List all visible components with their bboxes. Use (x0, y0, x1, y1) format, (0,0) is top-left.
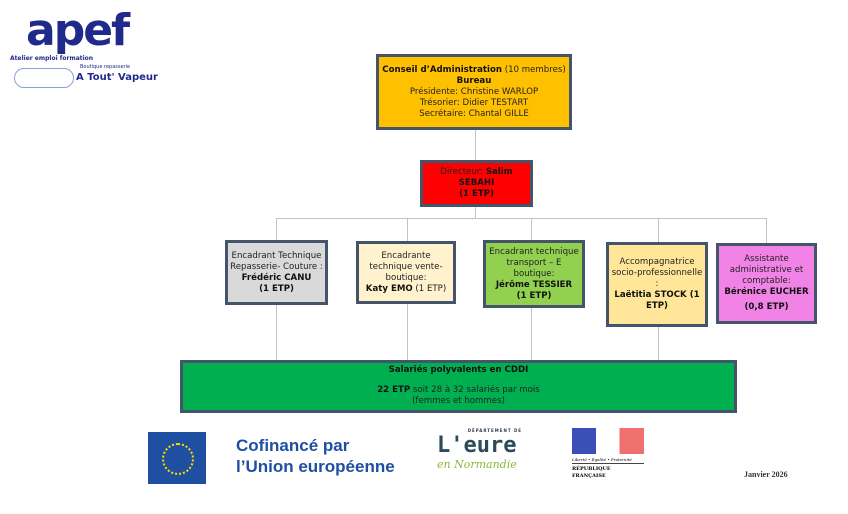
workers-note: (femmes et hommes) (412, 396, 505, 406)
marianne-icon (572, 428, 644, 454)
director-box: Directeur: Salim SEBAHI (1 ETP) (420, 160, 533, 207)
board-treasurer: Trésorier: Didier TESTART (419, 97, 529, 108)
director-role: Directeur: (440, 167, 484, 177)
logo-brand: A Tout' Vapeur (76, 72, 158, 83)
eu-flag-icon (148, 432, 206, 484)
eu-text-1: Cofinancé par (236, 436, 350, 455)
connector (766, 218, 767, 243)
staff-name: Laëtitia STOCK (1 ETP) (614, 290, 700, 311)
cloud-icon (14, 68, 74, 88)
staff-box-tessier: Encadrant technique transport – E boutiq… (483, 240, 585, 308)
workers-etp: 22 ETP (377, 385, 411, 395)
logo-tagline: Atelier emploi formation (10, 55, 94, 62)
connector (276, 218, 767, 219)
connector (475, 129, 476, 160)
staff-role: Assistante administrative et comptable: (729, 254, 804, 286)
republique-francaise-logo: Liberté • Égalité • Fraternité RÉPUBLIQU… (572, 428, 644, 480)
staff-etp: (1 ETP) (516, 290, 552, 301)
logo-letters: apef (26, 5, 130, 56)
staff-etp: (1 ETP) (259, 283, 294, 294)
board-members: (10 membres) (504, 64, 566, 75)
workers-box: Salariés polyvalents en CDDI 22 ETP soit… (180, 360, 737, 413)
staff-role: Accompagnatrice socio-professionnelle : (611, 257, 703, 289)
eure-sub: en Normandie (437, 458, 517, 471)
board-box: Conseil d’Administration (10 membres) Bu… (376, 54, 572, 130)
board-secretary: Secrétaire: Chantal GILLE (419, 108, 529, 119)
staff-name: Bérénice EUCHER (724, 287, 809, 297)
rf-name: RÉPUBLIQUE FRANÇAISE (572, 466, 611, 479)
board-title: Conseil d’Administration (382, 64, 502, 75)
eure-name: L'eure (437, 433, 517, 458)
staff-etp: (1 ETP) (415, 283, 447, 294)
staff-name: Jérôme TESSIER (495, 279, 573, 290)
board-bureau: Bureau (456, 75, 492, 86)
staff-role: Encadrante technique vente- boutique: (369, 250, 443, 283)
workers-detail: soit 28 à 32 salariés par mois (412, 385, 540, 395)
staff-etp: (0,8 ETP) (744, 302, 789, 312)
date-label: Janvier 2026 (744, 470, 788, 479)
director-name: Salim SEBAHI (458, 167, 513, 188)
workers-title: Salariés polyvalents en CDDI (388, 365, 529, 375)
staff-box-eucher: Assistante administrative et comptable: … (716, 243, 817, 324)
logo-sub: Boutique repasserie (80, 64, 131, 70)
staff-role: Encadrant Technique Repasserie- Couture … (230, 250, 323, 272)
board-president: Présidente: Christine WARLOP (409, 86, 539, 97)
staff-box-emo: Encadrante technique vente- boutique: Ka… (356, 241, 456, 304)
eure-top: DÉPARTEMENT DE (467, 428, 522, 433)
apef-logo: apef Atelier emploi formation Boutique r… (8, 5, 158, 96)
staff-box-stock: Accompagnatrice socio-professionnelle : … (606, 242, 708, 327)
rf-motto: Liberté • Égalité • Fraternité (572, 457, 644, 464)
staff-name: Katy EMO (365, 283, 413, 294)
connector (475, 206, 476, 218)
staff-box-canu: Encadrant Technique Repasserie- Couture … (225, 240, 328, 305)
staff-name: Frédéric CANU (241, 272, 312, 283)
eu-text-2: l’Union européenne (236, 457, 395, 476)
eure-logo: DÉPARTEMENT DE L'eure en Normandie (437, 428, 522, 472)
staff-role: Encadrant technique transport – E boutiq… (489, 246, 579, 279)
director-etp: (1 ETP) (459, 189, 494, 199)
